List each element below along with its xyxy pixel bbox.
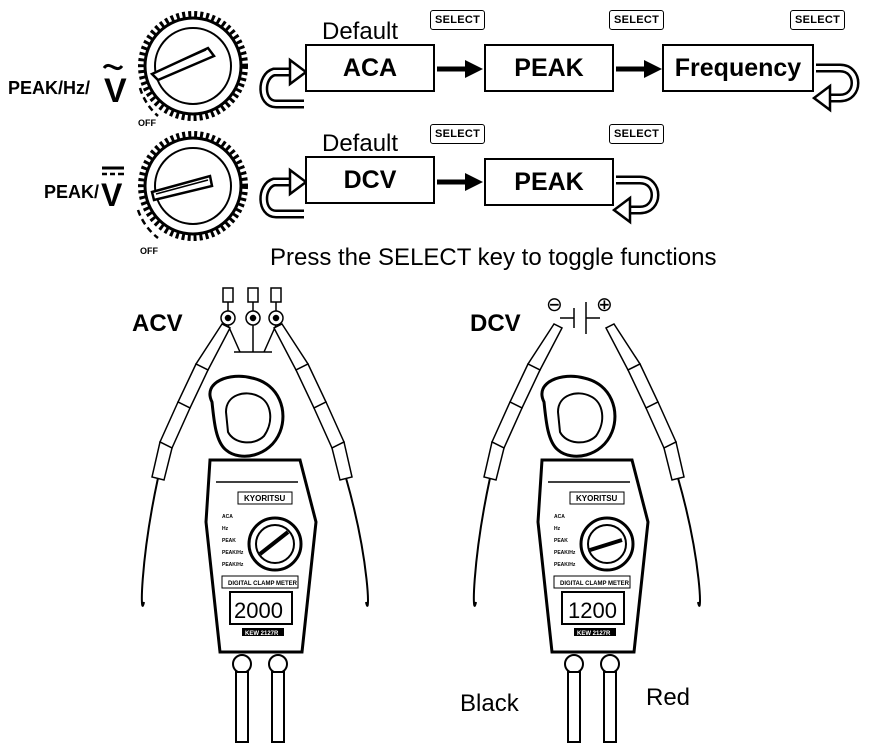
cycle-arrow-right-2: [612, 175, 660, 225]
row1-dial-label: PEAK/Hz/: [8, 78, 91, 98]
svg-text:V: V: [101, 177, 123, 209]
svg-text:ACA: ACA: [554, 514, 565, 520]
box-dcv: DCV: [305, 156, 435, 204]
dcv-label: DCV: [470, 310, 521, 337]
cycle-arrow-left-1: [259, 57, 308, 109]
svg-text:2000: 2000: [234, 598, 283, 623]
svg-text:Hz: Hz: [554, 526, 561, 532]
plus-terminal-icon: ⊕: [596, 294, 613, 316]
select-key-1c[interactable]: SELECT: [790, 10, 846, 30]
svg-text:V: V: [104, 72, 127, 106]
arrow-right-1a: [437, 60, 483, 78]
box-frequency: Frequency: [662, 44, 814, 92]
row2-off-label: OFF: [140, 246, 158, 256]
arrow-right-1b: [616, 60, 662, 78]
svg-text:ACA: ACA: [222, 514, 233, 520]
select-key-1b[interactable]: SELECT: [609, 10, 665, 30]
arrow-right-2a: [437, 173, 483, 191]
cycle-arrow-left-2: [259, 167, 308, 219]
row1-off-label: OFF: [138, 118, 156, 128]
rotary-dial-2[interactable]: [128, 126, 258, 256]
svg-text:PEAK: PEAK: [222, 538, 236, 544]
row2-dial-label: PEAK/: [44, 182, 100, 202]
svg-text:KYORITSU: KYORITSU: [244, 494, 286, 503]
svg-text:Hz: Hz: [222, 526, 229, 532]
select-key-2a[interactable]: SELECT: [430, 124, 486, 144]
box-peak-1: PEAK: [484, 44, 614, 92]
black-lead-label: Black: [460, 690, 519, 717]
ac-voltage-symbol: V: [102, 63, 127, 106]
cycle-arrow-right-1: [812, 63, 860, 113]
svg-text:KEW 2127R: KEW 2127R: [245, 631, 279, 637]
svg-text:KYORITSU: KYORITSU: [576, 494, 618, 503]
svg-text:DIGITAL CLAMP METER: DIGITAL CLAMP METER: [560, 581, 630, 587]
acv-label: ACV: [132, 310, 183, 337]
select-key-2b[interactable]: SELECT: [609, 124, 665, 144]
row2-default-label: Default: [322, 130, 399, 157]
svg-text:DIGITAL CLAMP METER: DIGITAL CLAMP METER: [228, 581, 298, 587]
row1-default-label: Default: [322, 18, 399, 45]
box-aca: ACA: [305, 44, 435, 92]
rotary-dial-1[interactable]: [128, 8, 258, 138]
red-lead-label: Red: [646, 684, 691, 711]
dc-voltage-symbol: V: [101, 166, 124, 209]
box-peak-2: PEAK: [484, 158, 614, 206]
minus-terminal-icon: ⊖: [546, 294, 563, 316]
svg-text:PEAK: PEAK: [554, 538, 568, 544]
svg-text:1200: 1200: [568, 598, 617, 623]
svg-text:PEAK/Hz: PEAK/Hz: [554, 562, 576, 568]
select-key-1a[interactable]: SELECT: [430, 10, 486, 30]
instruction-text: Press the SELECT key to toggle functions: [270, 244, 717, 271]
svg-text:KEW 2127R: KEW 2127R: [577, 631, 611, 637]
svg-text:PEAK/Hz: PEAK/Hz: [554, 550, 576, 556]
svg-text:PEAK/Hz: PEAK/Hz: [222, 562, 244, 568]
svg-text:PEAK/Hz: PEAK/Hz: [222, 550, 244, 556]
